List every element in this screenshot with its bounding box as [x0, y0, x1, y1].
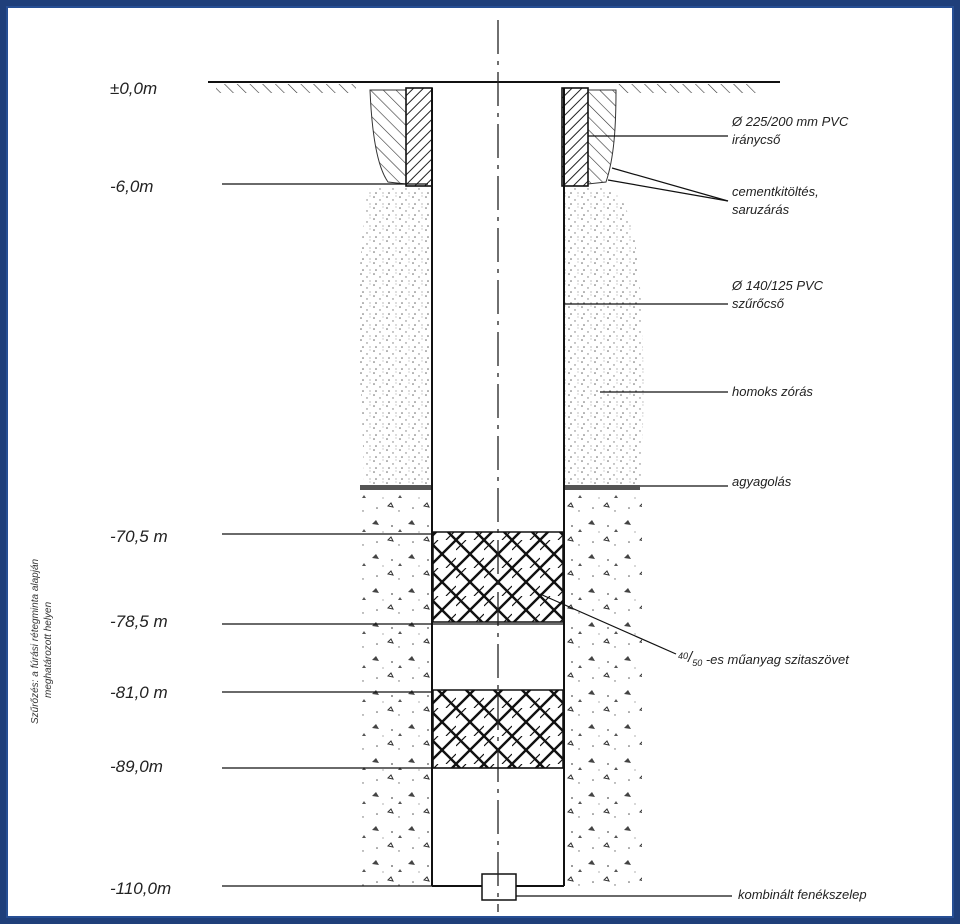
depth-label-110m: -110,0m	[110, 879, 171, 898]
depth-label-70-5m: -70,5 m	[110, 527, 168, 546]
gravel-right	[564, 494, 642, 894]
mesh-fraction-denominator: 50	[692, 658, 702, 668]
leader-cement-1	[607, 179, 729, 202]
annotation-cement-2: saruzárás	[732, 202, 790, 217]
guide-pipe-wall-right	[561, 87, 589, 187]
annotation-clay: agyagolás	[732, 474, 792, 489]
side-note-line-2: meghatározott helyen	[43, 601, 54, 698]
depth-label-78-5m: -78,5 m	[110, 612, 168, 631]
annotation-valve: kombinált fenékszelep	[738, 887, 867, 902]
ground-soil-right	[616, 84, 756, 93]
ground-soil-left	[216, 84, 356, 93]
depth-label-surface: ±0,0m	[110, 79, 157, 98]
mesh-fraction-numerator: 40	[678, 651, 688, 661]
leader-mesh	[539, 593, 677, 655]
cement-fill-left	[369, 89, 407, 185]
annotation-filter-pipe-2: szűrőcső	[732, 296, 785, 311]
side-note-line-1: Szűrőzés: a fúrási rétegminta alapján	[30, 558, 41, 724]
clay-seal-left	[360, 485, 432, 490]
clay-seal-right	[564, 485, 640, 490]
annotation-guide-pipe-2: iránycső	[732, 132, 781, 147]
depth-label-6m: -6,0m	[110, 177, 153, 196]
sand-pack-left	[358, 188, 432, 486]
drawing-frame: ±0,0m -6,0m -70,5 m -78,5 m -81,0 m -89,…	[6, 6, 954, 918]
annotation-mesh: 40/50 -es műanyag szitaszövet	[678, 649, 850, 668]
side-note: Szűrőzés: a fúrási rétegminta alapján me…	[30, 558, 54, 724]
mesh-annotation-text: -es műanyag szitaszövet	[702, 652, 850, 667]
guide-pipe-wall-left	[405, 87, 433, 187]
depth-label-89m: -89,0m	[110, 757, 163, 776]
well-diagram: ±0,0m -6,0m -70,5 m -78,5 m -81,0 m -89,…	[30, 20, 867, 912]
depth-label-81m: -81,0 m	[110, 683, 168, 702]
annotation-cement-1: cementkitöltés,	[732, 184, 819, 199]
mesh-fraction-slash: /	[687, 649, 694, 666]
leader-cement-2	[611, 167, 729, 202]
sand-pack-right	[564, 188, 644, 486]
gravel-left	[360, 494, 432, 894]
annotation-filter-pipe-1: Ø 140/125 PVC	[731, 278, 824, 293]
cement-fill-right	[587, 89, 617, 185]
annotation-sand: homoks zórás	[732, 384, 813, 399]
annotation-guide-pipe-1: Ø 225/200 mm PVC	[731, 114, 849, 129]
bottom-valve	[481, 873, 517, 901]
